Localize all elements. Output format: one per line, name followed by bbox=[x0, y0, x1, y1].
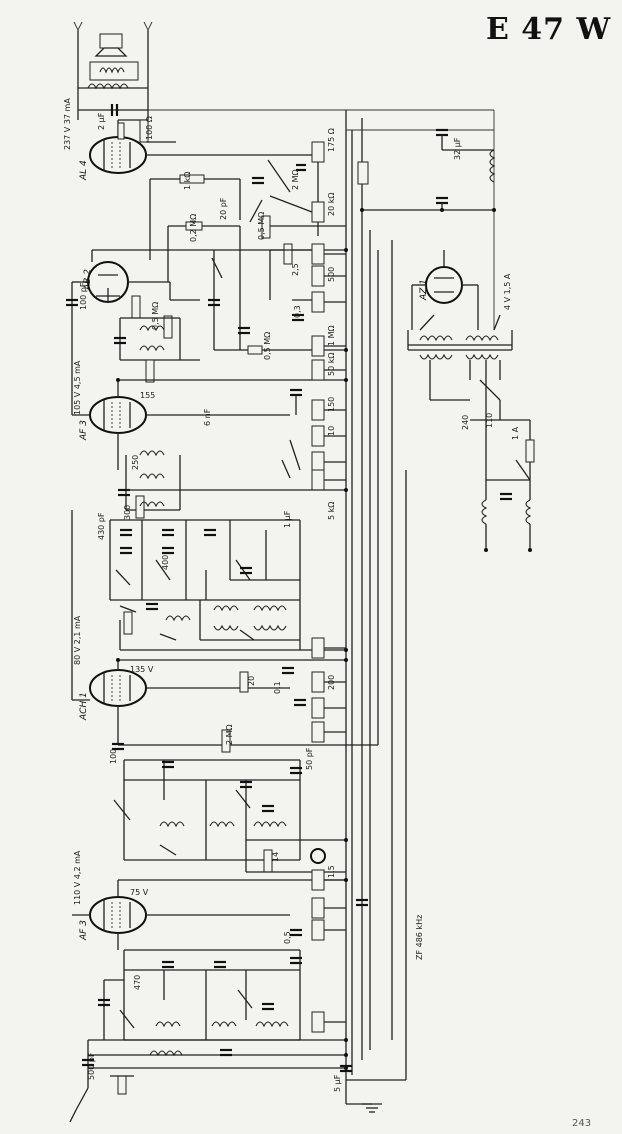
label-c6nf: 6 nF bbox=[203, 408, 212, 426]
bus-lines bbox=[300, 109, 495, 1080]
label-r05m: 0,5 MΩ bbox=[257, 212, 266, 240]
label-c470: 470 bbox=[133, 975, 142, 990]
tube-af3-top bbox=[71, 379, 346, 470]
label-r20: 20 bbox=[247, 676, 256, 686]
label-c1uf: 1 μF bbox=[283, 510, 292, 528]
label-r2m-b: 2 MΩ bbox=[225, 724, 234, 745]
note-af3-bottom-current: 110 V 4,2 mA bbox=[73, 850, 82, 905]
label-ab2: AB 2 bbox=[83, 269, 93, 291]
label-r20k: 20 kΩ bbox=[327, 193, 336, 216]
label-ach1: ACH 1 bbox=[79, 692, 89, 721]
label-af3-bottom: AF 3 bbox=[79, 920, 89, 941]
note-voltage-135: 135 V bbox=[130, 665, 154, 674]
detector-network bbox=[114, 221, 346, 383]
note-al4-current: 237 V 37 mA bbox=[63, 98, 72, 150]
rf-section bbox=[113, 759, 346, 873]
label-c32uf: 32 μF bbox=[453, 137, 462, 160]
ach1-network bbox=[112, 637, 346, 753]
tone-network bbox=[249, 199, 346, 357]
tube-af3-bottom bbox=[72, 879, 346, 950]
label-c05: 0,5 bbox=[283, 931, 292, 944]
tube-ach1 bbox=[89, 659, 378, 746]
label-r50: 50 kΩ bbox=[327, 353, 336, 376]
label-c200: 200 bbox=[327, 675, 336, 690]
note-voltage-75: 75 V bbox=[130, 888, 149, 897]
label-r25: 2,5 bbox=[291, 263, 300, 276]
label-r05m-b: 0,5 MΩ bbox=[151, 302, 160, 330]
label-r05m-c: 0,5 MΩ bbox=[263, 332, 272, 360]
tube-al4 bbox=[89, 119, 290, 260]
oscillator-section bbox=[71, 510, 346, 701]
label-r500: 500 bbox=[327, 267, 336, 282]
label-c400: 400 bbox=[161, 555, 170, 570]
label-af3-top: AF 3 bbox=[79, 420, 89, 441]
label-r1k: 1 kΩ bbox=[183, 172, 192, 190]
speaker-section bbox=[73, 21, 300, 120]
labels: AL 4 AB 2 AZ 1 AF 3 ACH 1 AF 3 237 V 37 … bbox=[63, 98, 520, 1092]
label-r2m: 2 MΩ bbox=[291, 169, 300, 190]
junctions bbox=[116, 208, 496, 1070]
note-af3-top-current: 105 V 4,5 mA bbox=[73, 360, 82, 415]
label-r15: 1,5 bbox=[327, 865, 336, 878]
label-c250: 250 bbox=[131, 455, 140, 470]
note-voltage-155: 155 bbox=[140, 391, 155, 400]
label-al4: AL 4 bbox=[79, 160, 89, 181]
label-r02m: 0,2 MΩ bbox=[189, 214, 198, 242]
filter-chain bbox=[362, 128, 496, 211]
antenna-input bbox=[69, 1039, 406, 1123]
note-ach1-current: 80 V 2,1 mA bbox=[73, 615, 82, 665]
label-c500pf: 500 pF bbox=[87, 1052, 96, 1080]
label-r10: 10 bbox=[327, 426, 336, 436]
page-number: 243 bbox=[572, 1118, 592, 1129]
side-note: ZF 486 kHz bbox=[415, 915, 424, 960]
af3-bottom-network bbox=[98, 869, 368, 1041]
label-c50pf: 50 pF bbox=[305, 747, 314, 770]
label-c03: 0,3 bbox=[293, 305, 302, 318]
label-c5uf: 5 μF bbox=[333, 1074, 342, 1092]
label-c430: 430 pF bbox=[97, 512, 106, 540]
label-r14: 14 bbox=[271, 852, 280, 862]
label-c300: 300 bbox=[123, 505, 132, 520]
label-c100pf: 100 pF bbox=[79, 282, 88, 310]
al4-bias-network bbox=[239, 141, 369, 236]
label-c20pf: 20 pF bbox=[219, 197, 228, 220]
label-mains-110: 110 bbox=[485, 413, 494, 428]
label-c01: 0,1 bbox=[273, 681, 282, 694]
label-r175: 175 Ω bbox=[327, 128, 336, 152]
power-transformer bbox=[407, 314, 535, 552]
label-transformer: 4 V 1,5 A bbox=[503, 273, 512, 310]
label-r150: 150 bbox=[327, 397, 336, 412]
tube-az1 bbox=[411, 250, 479, 330]
label-r100: 100 Ω bbox=[145, 116, 154, 140]
page-title: E 47 W bbox=[486, 12, 612, 47]
label-az1: AZ 1 bbox=[419, 279, 429, 301]
label-fuse: 1 A bbox=[511, 426, 520, 440]
label-r5: 5 kΩ bbox=[327, 502, 336, 520]
label-r1m: 1 MΩ bbox=[327, 325, 336, 346]
label-mains-240: 240 bbox=[461, 415, 470, 430]
label-c100: 100 bbox=[109, 749, 118, 764]
af3-top-network bbox=[118, 359, 346, 519]
label-c2uf: 2 μF bbox=[97, 112, 106, 130]
